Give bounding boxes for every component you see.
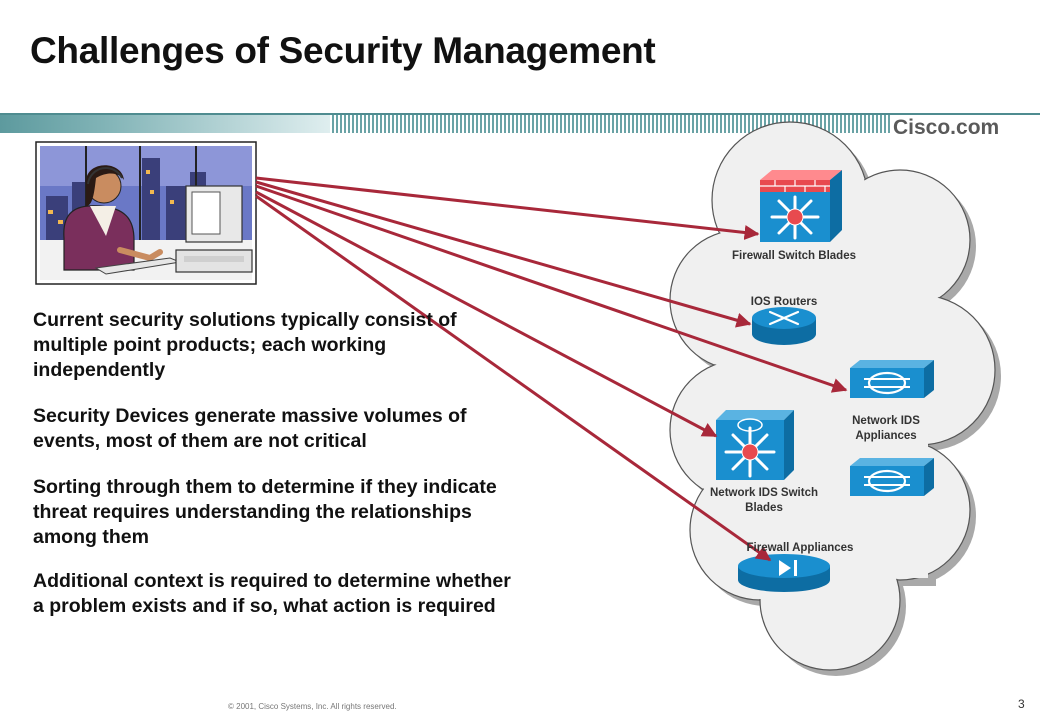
header-band	[0, 113, 1040, 133]
arrow-to-network-ids-switch-blades	[255, 190, 718, 438]
ids-switch-blade-icon	[716, 410, 794, 480]
bullet-item: Additional context is required to determ…	[33, 570, 511, 617]
slide-title: Challenges of Security Management	[30, 30, 656, 71]
arrow-to-ios-routers	[255, 180, 752, 328]
label-network-ids-switch-blades: Network IDS Switch Blades	[710, 487, 818, 514]
router-icon	[752, 307, 816, 345]
firewall-appliance-icon	[738, 554, 830, 592]
page-number: 3	[1018, 697, 1025, 711]
label-ios-routers: IOS Routers	[750, 296, 818, 308]
arrow-to-firewall-switch-blades	[255, 176, 760, 240]
bullet-item: Sorting through them to determine if the…	[33, 476, 497, 548]
cisco-logo: Cisco.com	[893, 116, 1000, 139]
label-firewall-appliances: Firewall Appliances	[746, 542, 854, 554]
security-operator-illustration	[35, 141, 257, 285]
label-network-ids-appliances: Network IDS Appliances	[852, 415, 920, 442]
firewall-switch-blade-icon	[760, 170, 842, 242]
bullet-item: Security Devices generate massive volume…	[33, 405, 467, 452]
arrow-to-network-ids-appliances	[255, 184, 848, 393]
ids-appliance-icon	[850, 458, 934, 496]
ids-appliance-icon	[850, 360, 934, 398]
label-firewall-switch-blades: Firewall Switch Blades	[732, 250, 856, 262]
bullet-list: Current security solutions typically con…	[33, 308, 513, 640]
copyright-footer: © 2001, Cisco Systems, Inc. All rights r…	[228, 702, 397, 711]
bullet-item: Current security solutions typically con…	[33, 309, 457, 381]
arrow-to-firewall-appliances	[255, 194, 772, 562]
